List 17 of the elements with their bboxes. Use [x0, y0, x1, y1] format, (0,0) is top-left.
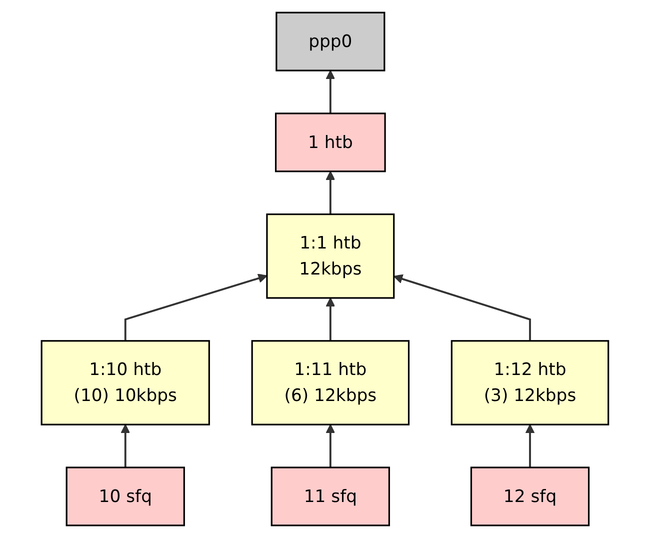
arrow — [393, 274, 531, 341]
node-box: 1:10 htb (10) 10kbps — [40, 340, 210, 426]
arrow — [525, 424, 535, 468]
node-box: 1:11 htb (6) 12kbps — [251, 340, 410, 426]
node-box: 11 sfq — [270, 466, 390, 526]
arrow — [326, 70, 336, 114]
arrow — [326, 424, 336, 468]
node-box: 10 sfq — [66, 466, 185, 526]
arrow — [326, 298, 336, 341]
arrow — [326, 170, 336, 214]
node-box: 1 htb — [275, 112, 386, 172]
node-box: 12 sfq — [470, 466, 590, 526]
node-box: 1:1 htb 12kbps — [266, 213, 395, 299]
node-box: 1:12 htb (3) 12kbps — [450, 340, 610, 426]
arrow — [120, 424, 130, 468]
node-box: ppp0 — [276, 12, 386, 72]
arrow — [124, 274, 268, 341]
